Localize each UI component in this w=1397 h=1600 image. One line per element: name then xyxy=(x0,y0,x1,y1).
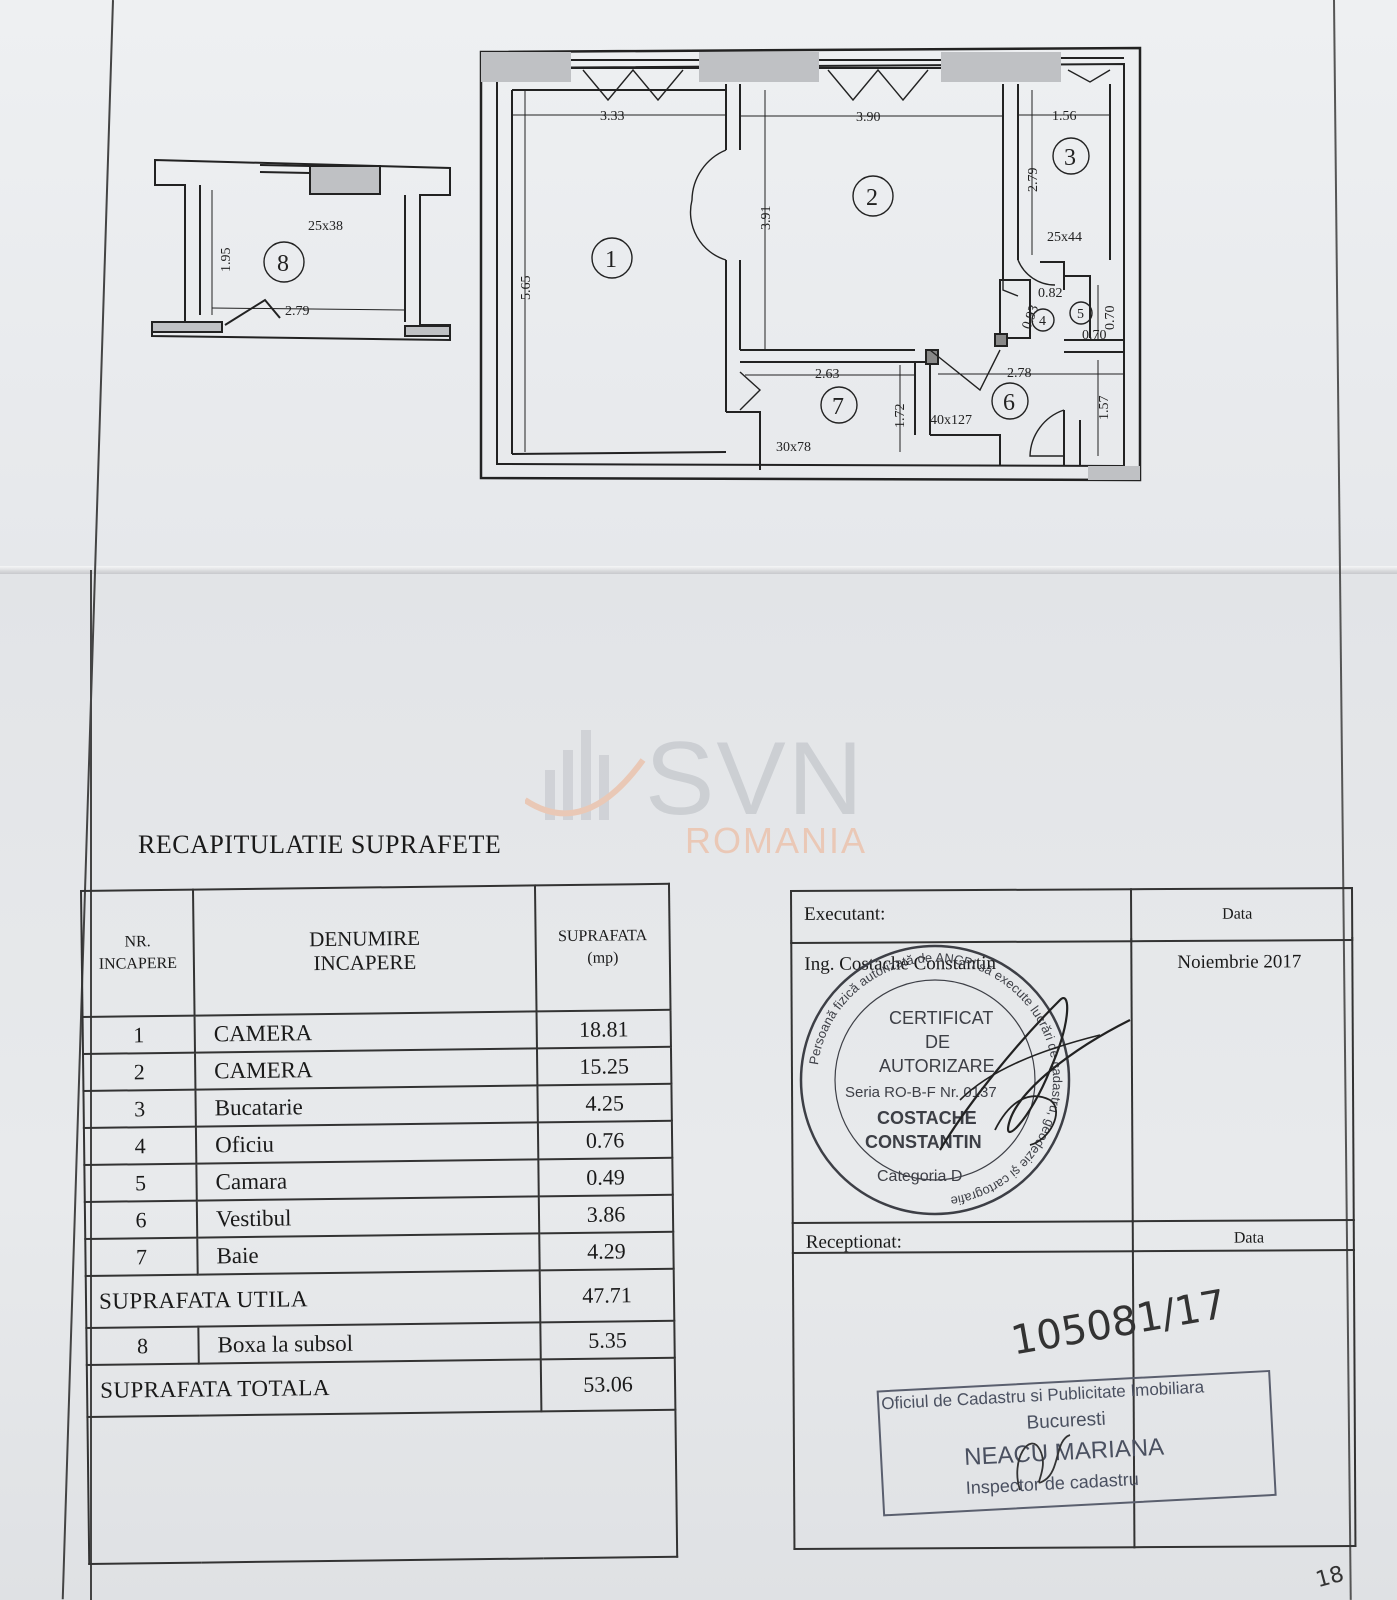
row-area: 18.81 xyxy=(536,1009,671,1049)
receptionat-date-label: Data xyxy=(1233,1229,1265,1247)
stamp-ring: Persoană fizică autorizată de ANCPI să e… xyxy=(799,944,1071,1216)
room-8-number: 8 xyxy=(277,251,289,277)
dim-r6-height: 1.57 xyxy=(1097,396,1112,421)
door-swings xyxy=(689,149,1065,457)
window-marks xyxy=(582,68,1111,102)
room-2-number: 2 xyxy=(866,185,878,211)
svn-logo-icon xyxy=(525,730,646,820)
dim-r6-width: 2.78 xyxy=(1007,366,1032,381)
watermark-country: ROMANIA xyxy=(685,820,868,861)
dim-r8-width: 2.79 xyxy=(285,304,310,319)
stamp-line-5: COSTACHE xyxy=(877,1108,977,1128)
total-value: 53.06 xyxy=(540,1357,676,1412)
table-empty-row xyxy=(87,1409,678,1564)
executant-label: Executant: xyxy=(804,903,886,925)
row-nr: 7 xyxy=(85,1237,198,1276)
paper-fold xyxy=(0,566,1397,574)
row-nr: 2 xyxy=(83,1052,196,1091)
svn-watermark: SVN ROMANIA xyxy=(525,720,885,880)
row-name: Bucatarie xyxy=(195,1085,538,1127)
row-name: Camara xyxy=(196,1159,539,1201)
total-row: SUPRAFATA TOTALA 53.06 xyxy=(86,1357,676,1417)
watermark-brand: SVN xyxy=(645,721,865,837)
row-nr: 4 xyxy=(83,1126,197,1165)
floor-plan: 3.33 3.90 1.56 5.65 3.91 2.79 25x44 0.82… xyxy=(151,46,1142,482)
row-nr: 6 xyxy=(84,1200,198,1239)
util-value: 47.71 xyxy=(539,1268,675,1323)
row-name: CAMERA xyxy=(194,1048,538,1090)
header-nr: NR.INCAPERE xyxy=(81,889,195,1017)
stamp-line-1: CERTIFICAT xyxy=(889,1008,994,1028)
dim-r8-height: 1.95 xyxy=(219,248,234,273)
row-nr: 5 xyxy=(84,1163,197,1202)
stamp-line-6: CONSTANTIN xyxy=(865,1132,982,1152)
row-name: Boxa la subsol xyxy=(198,1322,541,1364)
dim-r3-height: 2.79 xyxy=(1026,168,1041,193)
row-name: Oficiu xyxy=(195,1122,539,1164)
paper-bottom-half xyxy=(0,570,1397,1600)
executant-signature xyxy=(939,997,1131,1151)
dim-r7-opening: 30x78 xyxy=(776,440,811,455)
row-nr: 8 xyxy=(86,1326,199,1365)
dim-r7-height: 1.72 xyxy=(893,404,908,429)
dim-r3-width: 1.56 xyxy=(1052,109,1077,124)
room-5-number: 5 xyxy=(1077,307,1084,322)
dim-r7-width: 2.63 xyxy=(815,367,840,382)
row-area: 0.49 xyxy=(538,1157,673,1197)
row-area: 0.76 xyxy=(537,1120,673,1160)
row-name: Baie xyxy=(197,1233,540,1275)
row-name: CAMERA xyxy=(194,1011,537,1053)
receptionat-label: Receptionat: xyxy=(805,1231,902,1253)
dimension-lines xyxy=(211,90,1124,456)
util-label: SUPRAFATA UTILA xyxy=(85,1270,541,1328)
dim-r2-width: 3.90 xyxy=(856,110,881,125)
dim-r8-opening: 25x38 xyxy=(308,219,343,234)
room-number-circles xyxy=(263,137,1093,424)
total-label: SUPRAFATA TOTALA xyxy=(86,1359,542,1417)
dim-r1-width: 3.33 xyxy=(600,109,625,124)
room-1-number: 1 xyxy=(605,247,617,273)
room-3-number: 3 xyxy=(1064,145,1076,171)
paper-top-half xyxy=(0,0,1397,570)
cadastre-stamp: Oficiul de Cadastru si Publicitate Imobi… xyxy=(876,1369,1284,1531)
row-nr: 1 xyxy=(82,1015,195,1054)
row-area: 3.86 xyxy=(538,1194,674,1234)
dim-r2-height: 3.91 xyxy=(759,206,774,231)
executant-date-label: Data xyxy=(1222,905,1253,923)
dim-r5-b: 0.70 xyxy=(1103,306,1118,331)
row-area: 15.25 xyxy=(536,1046,672,1086)
stamp-line-7: Categoria D xyxy=(877,1168,963,1185)
dim-r6-opening: 40x127 xyxy=(930,413,972,428)
dim-kitchen-opening: 25x44 xyxy=(1047,230,1082,245)
row-name: Vestibul xyxy=(196,1196,540,1238)
row-area: 4.29 xyxy=(539,1231,674,1271)
dim-r5-a: 0.70 xyxy=(1082,328,1107,343)
row-area: 5.35 xyxy=(540,1320,675,1360)
util-row: SUPRAFATA UTILA 47.71 xyxy=(85,1268,675,1328)
authorization-stamp: Persoană fizică autorizată de ANCPI să e… xyxy=(795,940,1075,1220)
dim-r4-a: 0.82 xyxy=(1038,286,1063,301)
room-4-number: 4 xyxy=(1039,314,1046,329)
room-6-number: 6 xyxy=(1003,390,1015,416)
stamp-line-3: AUTORIZARE xyxy=(879,1056,995,1076)
row-area: 4.25 xyxy=(537,1083,672,1123)
apartment-walls xyxy=(479,46,1142,482)
room-7-number: 7 xyxy=(832,394,844,420)
recap-title: RECAPITULATIE SUPRAFETE xyxy=(138,830,502,859)
stamp-line-2: DE xyxy=(925,1032,951,1052)
dim-r1-height: 5.65 xyxy=(519,276,534,301)
stamp-line-4: Seria RO-B-F Nr. 0137 xyxy=(845,1084,997,1101)
executant-date: Noiembrie 2017 xyxy=(1177,951,1302,973)
row-nr: 3 xyxy=(83,1089,196,1128)
room-8-walls xyxy=(151,158,451,342)
frame-left-line-lower xyxy=(90,570,92,1600)
inspector-signature xyxy=(1016,1434,1071,1491)
header-suprafata: SUPRAFATA(mp) xyxy=(534,883,671,1012)
